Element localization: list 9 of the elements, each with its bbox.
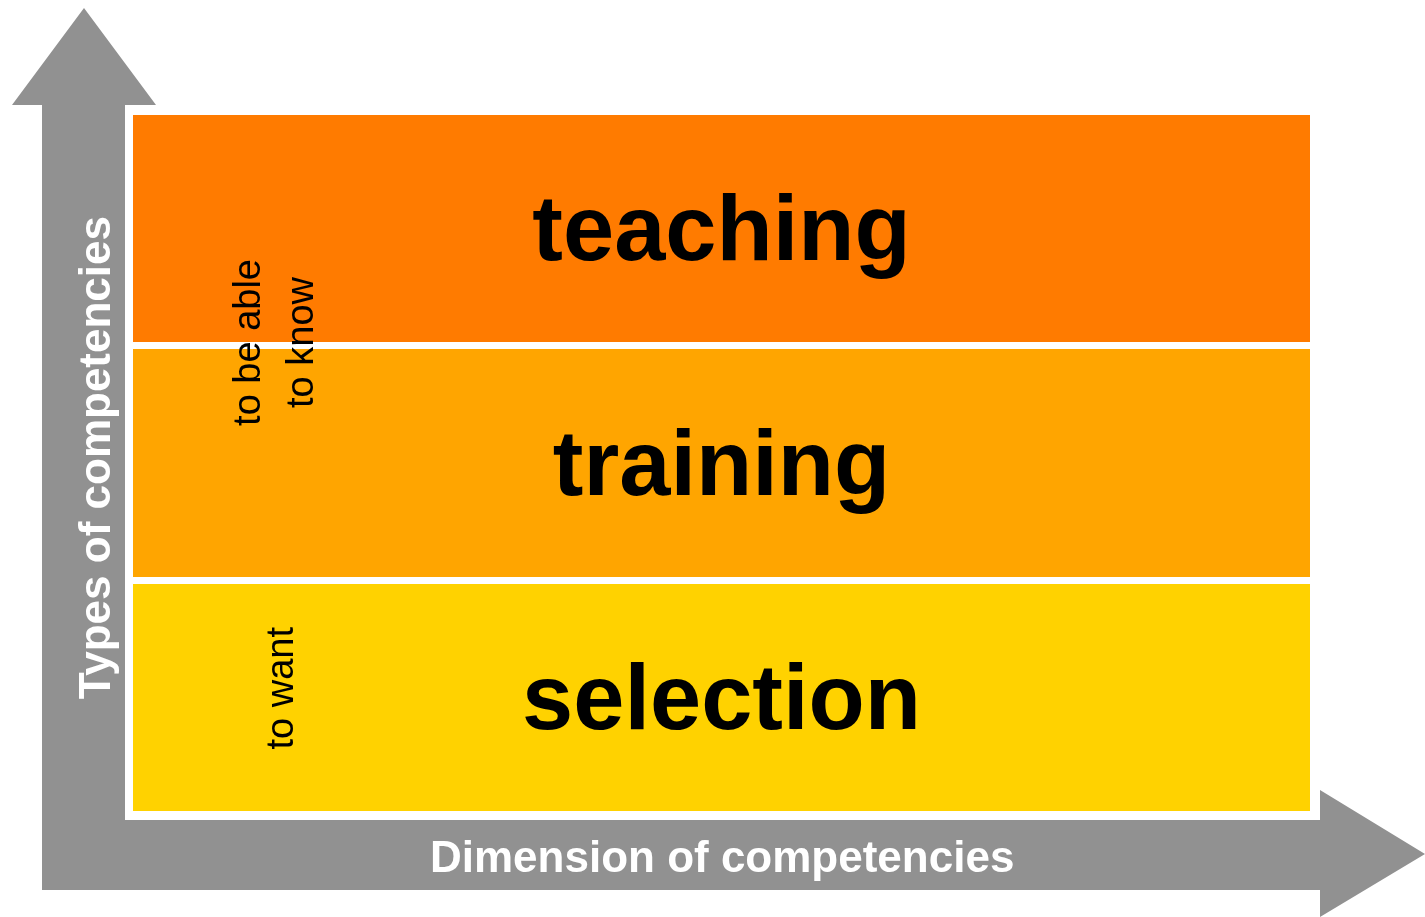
band-title: selection (522, 645, 921, 750)
competency-label: to know (281, 276, 319, 408)
band-title: training (552, 410, 891, 516)
competency-label: to want (261, 626, 299, 750)
band-title: teaching (532, 176, 911, 281)
axis-title: Types of competencies (73, 215, 117, 699)
competency-label: to be able (228, 258, 266, 426)
competency-band (133, 584, 1310, 811)
axis-title: Dimension of competencies (430, 835, 1015, 879)
